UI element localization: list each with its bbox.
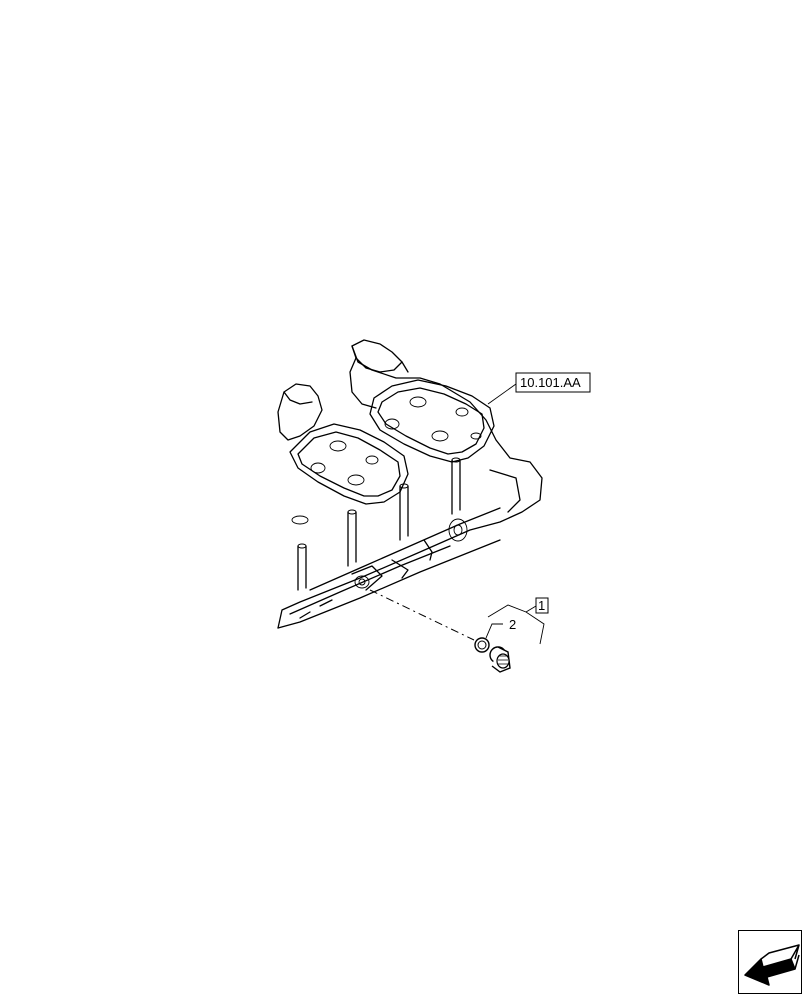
callout-2-label: 2	[509, 617, 516, 632]
cylinder-head-drawing	[277, 339, 543, 629]
pushrod-tubes	[297, 457, 461, 591]
previous-arrow-icon	[744, 944, 800, 986]
callout-1-label: 1	[538, 598, 545, 613]
sealing-ring-part	[474, 637, 490, 653]
reference-label[interactable]: 10.101.AA	[520, 375, 581, 390]
plug-bore	[354, 575, 370, 589]
reference-callout[interactable]: 10.101.AA	[487, 372, 591, 405]
callout-2: 2	[485, 617, 516, 639]
previous-page-button[interactable]	[738, 930, 802, 994]
callout-1: 1	[487, 597, 549, 645]
stud-holes	[291, 396, 482, 525]
plug-part	[489, 646, 511, 673]
assembly-dash-line	[369, 589, 475, 641]
